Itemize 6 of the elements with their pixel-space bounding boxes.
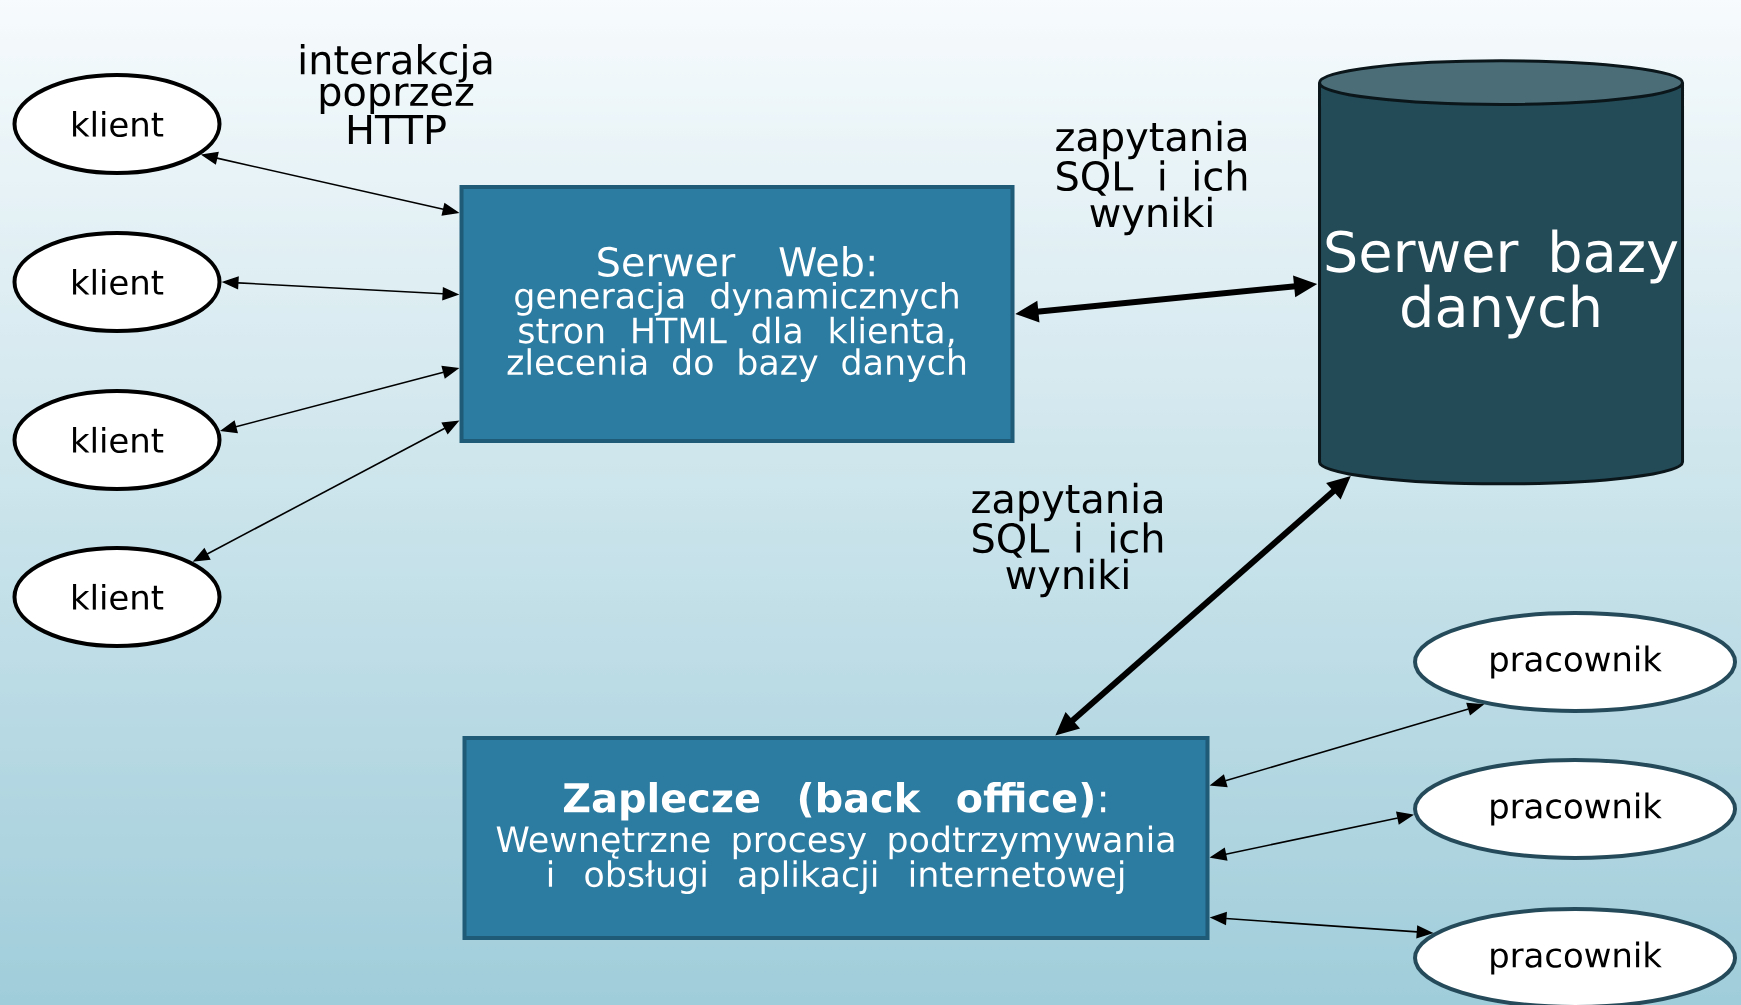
annotation-label: interakcja poprzez HTTP (300, 43, 492, 145)
process-box: Serwer Web: generacja dynamicznych stron HTML dla klienta, zlecenia do bazy danych (459, 185, 1015, 443)
process-box: Zaplecze (back office): Wewnętrzne procesy podtrzymywania i obsługi aplikacji internetowej (462, 736, 1210, 940)
database-cylinder: Serwer bazy danych (1318, 59, 1684, 486)
edge-label: zapytania SQL i ich wyniki (1056, 120, 1247, 236)
edge-label: zapytania SQL i ich wyniki (972, 482, 1163, 598)
